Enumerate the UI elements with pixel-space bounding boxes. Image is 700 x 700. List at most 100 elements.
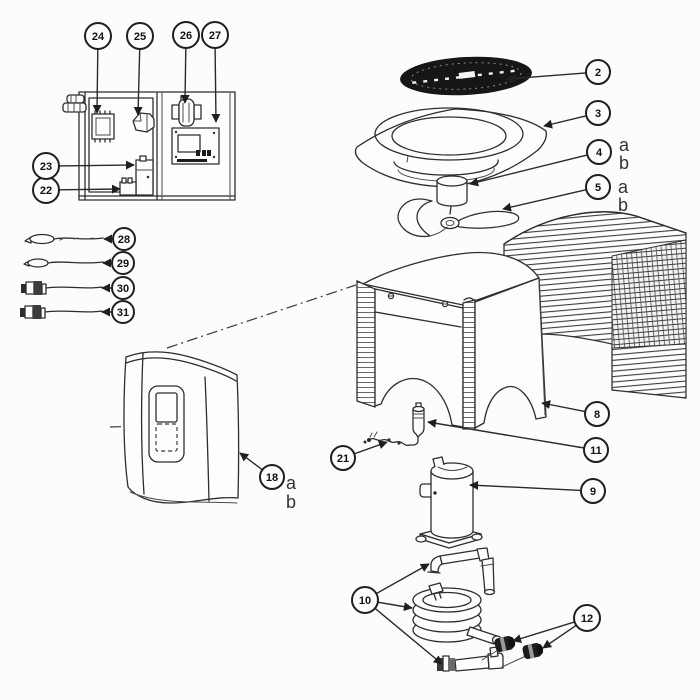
sensor-probe-28 (24, 233, 104, 245)
callout-4: 4 ab (469, 135, 630, 187)
callout-number-26: 26 (180, 30, 192, 42)
callout-circle-30 (111, 276, 135, 300)
callout-22: 22 (32, 176, 121, 204)
callout-number-21: 21 (337, 453, 349, 465)
callout-4-suffix-b: b (619, 153, 629, 173)
callout-number-23: 23 (40, 161, 52, 173)
callout-23: 23 (32, 152, 135, 180)
callout-circle-28 (112, 227, 136, 251)
callout-number-5: 5 (595, 182, 601, 194)
leader-line-9 (469, 480, 582, 492)
callout-circle-12 (573, 604, 601, 632)
callout-5-suffix-b: b (618, 195, 628, 215)
leader-line-12 (542, 624, 577, 649)
callout-circle-2 (585, 59, 611, 85)
callout-9: 9 (469, 478, 606, 504)
callout-circle-8 (584, 401, 610, 427)
callout-24: 24 (84, 22, 112, 114)
circuit-board (171, 127, 220, 165)
callout-circle-25 (126, 22, 154, 50)
callout-circle-23 (32, 152, 60, 180)
contactor (135, 155, 154, 196)
panel-connectors (62, 94, 87, 113)
callout-5-suffix-a: a (618, 177, 629, 197)
callout-number-10: 10 (359, 595, 371, 607)
callout-21: 21 (330, 440, 388, 471)
callout-circle-9 (580, 478, 606, 504)
fan-motor (436, 175, 468, 215)
callout-circle-10 (351, 586, 379, 614)
compressor (415, 456, 483, 549)
sensor-probe-29 (23, 258, 104, 268)
callout-number-11: 11 (590, 445, 602, 457)
callout-number-9: 9 (590, 486, 596, 498)
transformer (91, 110, 115, 143)
callout-number-30: 30 (117, 283, 129, 295)
front-panel (123, 351, 240, 504)
leader-line-10 (377, 601, 413, 612)
callout-number-3: 3 (595, 108, 601, 120)
callout-number-18: 18 (266, 472, 278, 484)
callout-circle-3 (585, 100, 611, 126)
callout-27: 27 (201, 21, 229, 123)
assembly-axis-line (166, 284, 357, 349)
fan-shroud-top (354, 107, 547, 192)
callout-circle-11 (583, 437, 609, 463)
callout-8: 8 (541, 400, 610, 427)
callout-circle-21 (330, 445, 356, 471)
callout-29: 29 (102, 251, 135, 275)
filter-dryer (409, 402, 425, 446)
leader-line-25 (133, 48, 143, 116)
callout-12: 12 (512, 604, 601, 649)
callout-30: 30 (101, 276, 135, 300)
sensor-well-31 (20, 305, 103, 319)
leader-line-21 (354, 440, 388, 455)
control-display-bezel (148, 385, 185, 463)
leader-line-23 (58, 160, 135, 170)
callout-circle-26 (172, 21, 200, 49)
fan-blade (397, 198, 520, 238)
callout-number-24: 24 (92, 31, 105, 43)
callout-28: 28 (103, 227, 136, 251)
leader-line-10 (375, 563, 430, 595)
callout-circle-29 (111, 251, 135, 275)
leader-line-4 (469, 154, 588, 187)
callout-number-22: 22 (40, 185, 52, 197)
callout-18-suffix-a: a (286, 473, 297, 493)
callout-number-31: 31 (117, 307, 129, 319)
discharge-pipe (427, 547, 496, 596)
leader-line-11 (427, 418, 585, 449)
callout-circle-24 (84, 22, 112, 50)
evaporator-coil (503, 211, 687, 399)
temperature-sensors (20, 233, 104, 319)
callout-3: 3 (543, 100, 611, 129)
wiring-harness (363, 431, 411, 447)
relay-block (132, 112, 155, 133)
callout-number-25: 25 (134, 31, 146, 43)
callout-10: 10 (351, 563, 443, 665)
callout-number-29: 29 (117, 258, 129, 270)
callout-number-8: 8 (594, 409, 600, 421)
callout-circle-5 (585, 174, 611, 200)
callout-number-4: 4 (596, 147, 603, 159)
callout-circle-18 (259, 464, 285, 490)
leader-line-3 (543, 115, 587, 129)
callout-18-suffix-b: b (286, 492, 296, 512)
callout-circle-31 (111, 300, 135, 324)
callout-31: 31 (101, 300, 135, 324)
callout-11: 11 (427, 418, 609, 463)
leader-line-12 (512, 621, 575, 643)
callout-5: 5 ab (502, 174, 629, 215)
callout-4-suffix-a: a (619, 135, 630, 155)
callout-2: 2 (506, 59, 611, 85)
callout-number-12: 12 (581, 613, 593, 625)
callout-circle-4 (586, 139, 612, 165)
callout-number-2: 2 (595, 67, 601, 79)
leader-line-18 (239, 452, 263, 471)
leader-line-27 (211, 47, 221, 123)
callout-circle-27 (201, 21, 229, 49)
sensor-well-30 (21, 281, 103, 295)
